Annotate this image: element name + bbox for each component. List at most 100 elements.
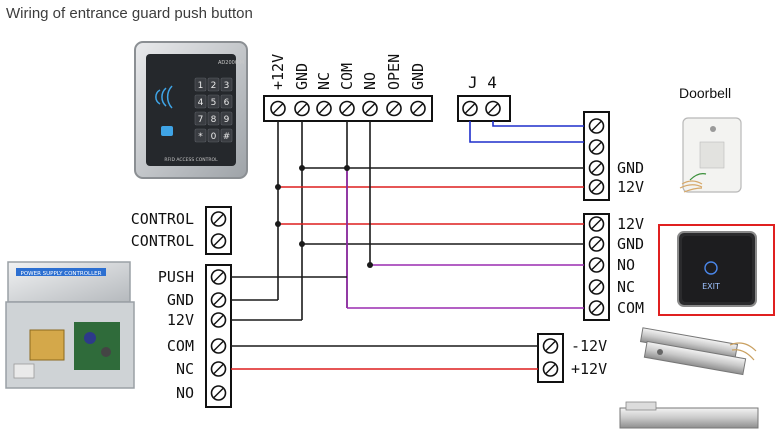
svg-text:5: 5 — [211, 98, 217, 108]
svg-text:8: 8 — [211, 115, 217, 125]
exit-terminal-label: GND — [617, 235, 644, 253]
control-terminal-label: CONTROL — [131, 232, 194, 250]
psu-terminal-screw — [210, 312, 227, 328]
exit-terminal-label: NO — [617, 256, 635, 274]
bell-icon — [161, 126, 173, 136]
psu-terminal-label: COM — [167, 337, 194, 355]
exit-button-highlight-frame — [658, 224, 775, 316]
doorbell-terminal-screw — [588, 139, 605, 155]
exit-terminal-screw — [588, 279, 605, 295]
keypad-terminal-label: GND — [409, 63, 427, 90]
lock-terminal-screw — [542, 361, 559, 377]
exit-led-icon — [704, 261, 718, 275]
keypad-terminal-screw — [316, 100, 332, 117]
exit-button-text: EXIT — [702, 282, 720, 291]
keypad-terminal-label: GND — [293, 63, 311, 90]
keypad-terminal-label: +12V — [269, 54, 287, 90]
doorbell-terminal-screw — [588, 179, 605, 195]
svg-text:2: 2 — [211, 81, 217, 91]
svg-text:#: # — [223, 132, 231, 142]
doorbell-terminal-block — [583, 111, 610, 201]
svg-text:0: 0 — [211, 132, 217, 142]
keypad-model-text: AD2000-M — [218, 60, 244, 66]
doorbell-terminal-label: GND — [617, 159, 644, 177]
keypad-key: 9 — [220, 111, 233, 126]
keypad-terminal-screw — [410, 100, 426, 117]
svg-text:1: 1 — [198, 81, 204, 91]
svg-text:6: 6 — [224, 98, 230, 108]
exit-terminal-screw — [588, 236, 605, 252]
keypad-terminal-screw — [270, 100, 286, 117]
lock-terminal-block — [537, 333, 564, 383]
psu-terminal-screw — [210, 385, 227, 401]
psu-box-label: POWER SUPPLY CONTROLLER — [21, 271, 102, 277]
keypad-key: 0 — [207, 128, 220, 143]
psu-terminal-label: 12V — [167, 311, 194, 329]
doorbell-terminal-screw — [588, 160, 605, 176]
svg-text:4: 4 — [198, 98, 204, 108]
psu-terminal-screw — [210, 361, 227, 377]
diagram-title: Wiring of entrance guard push button — [6, 5, 253, 22]
doorbell-terminal-label: 12V — [617, 178, 644, 196]
control-terminal-screw — [210, 233, 227, 249]
keypad-key: 2 — [207, 77, 220, 92]
keypad-terminal-screw — [294, 100, 310, 117]
svg-text:9: 9 — [224, 115, 230, 125]
keypad-key: 3 — [220, 77, 233, 92]
svg-text:7: 7 — [198, 115, 204, 125]
keypad-key: 4 — [194, 94, 207, 109]
psu-terminal-screw — [210, 338, 227, 354]
j4-label: J 4 — [468, 73, 497, 92]
keypad-terminal-screw — [386, 100, 402, 117]
lock-terminal-label: -12V — [571, 337, 607, 355]
keypad-key: * — [194, 128, 207, 143]
rfid-wave-icon — [155, 85, 173, 109]
lock-terminal-screw — [542, 338, 559, 354]
j4-terminal-screw — [485, 100, 501, 117]
j4-terminal-block — [457, 95, 511, 122]
keypad-key: 6 — [220, 94, 233, 109]
exit-terminal-screw — [588, 300, 605, 316]
keypad-key: 7 — [194, 111, 207, 126]
psu-terminal-label: NO — [176, 384, 194, 402]
exit-terminal-screw — [588, 257, 605, 273]
control-terminal-screw — [210, 211, 227, 227]
keypad-terminal-label: NO — [361, 72, 379, 90]
control-terminal-block — [205, 206, 232, 255]
keypad-key: 1 — [194, 77, 207, 92]
lock-terminal-label: +12V — [571, 360, 607, 378]
svg-text:3: 3 — [224, 81, 230, 91]
doorbell-label: Doorbell — [679, 85, 731, 101]
keypad-terminal-label: COM — [338, 63, 356, 90]
exit-terminal-label: NC — [617, 278, 635, 296]
keypad-terminal-block — [263, 95, 433, 122]
psu-terminal-label: GND — [167, 291, 194, 309]
svg-text:*: * — [198, 132, 203, 142]
doorbell-device — [679, 117, 742, 193]
keypad-key: # — [220, 128, 233, 143]
keypad-terminal-label: NC — [315, 72, 333, 90]
exit-terminal-label: COM — [617, 299, 644, 317]
electric-bolt-lock-device — [639, 327, 757, 376]
keypad-terminal-screw — [362, 100, 378, 117]
j4-terminal-screw — [462, 100, 478, 117]
keypad-terminal-label: OPEN — [385, 54, 403, 90]
exit-terminal-screw — [588, 216, 605, 232]
exit-button-device: EXIT — [677, 231, 757, 307]
keypad-terminal-screw — [339, 100, 355, 117]
keypad-panel-text: RFID ACCESS CONTROL — [164, 157, 218, 163]
psu-terminal-label: PUSH — [158, 268, 194, 286]
psu-terminal-screw — [210, 269, 227, 285]
power-supply-device: POWER SUPPLY CONTROLLER — [5, 261, 135, 389]
exit-terminal-block — [583, 213, 610, 321]
keypad-key: 8 — [207, 111, 220, 126]
wires — [231, 121, 584, 370]
exit-terminal-label: 12V — [617, 215, 644, 233]
doorbell-terminal-screw — [588, 118, 605, 134]
psu-terminal-block — [205, 264, 232, 408]
psu-terminal-label: NC — [176, 360, 194, 378]
control-terminal-label: CONTROL — [131, 210, 194, 228]
magnetic-lock-device — [619, 401, 759, 429]
